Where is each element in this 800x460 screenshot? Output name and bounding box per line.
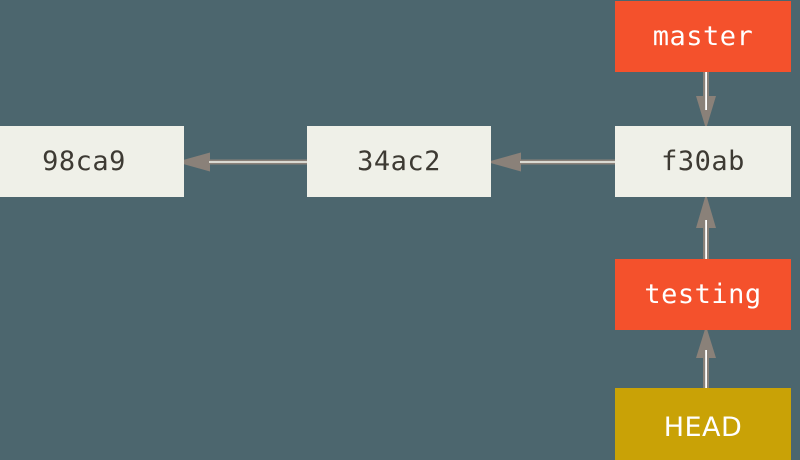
- arrow-testing-to-f30ab: [696, 194, 716, 262]
- commit-node-f30ab[interactable]: f30ab: [615, 126, 791, 197]
- branch-label-testing: testing: [644, 279, 762, 310]
- arrow-f30ab-to-34ac2: [487, 152, 619, 172]
- branch-label-master: master: [652, 21, 754, 52]
- branch-node-testing[interactable]: testing: [615, 259, 791, 330]
- commit-label-34ac2: 34ac2: [357, 146, 441, 177]
- commit-node-34ac2[interactable]: 34ac2: [307, 126, 491, 197]
- arrow-head-to-testing: [696, 326, 716, 390]
- commit-node-98ca9[interactable]: 98ca9: [0, 126, 184, 197]
- head-pointer-node[interactable]: HEAD: [615, 388, 791, 460]
- arrow-master-to-f30ab: [696, 70, 716, 129]
- arrow-34ac2-to-98ca9: [176, 152, 312, 172]
- commit-label-98ca9: 98ca9: [42, 146, 126, 177]
- branch-node-master[interactable]: master: [615, 1, 791, 72]
- commit-label-f30ab: f30ab: [661, 146, 745, 177]
- head-pointer-label: HEAD: [663, 411, 743, 443]
